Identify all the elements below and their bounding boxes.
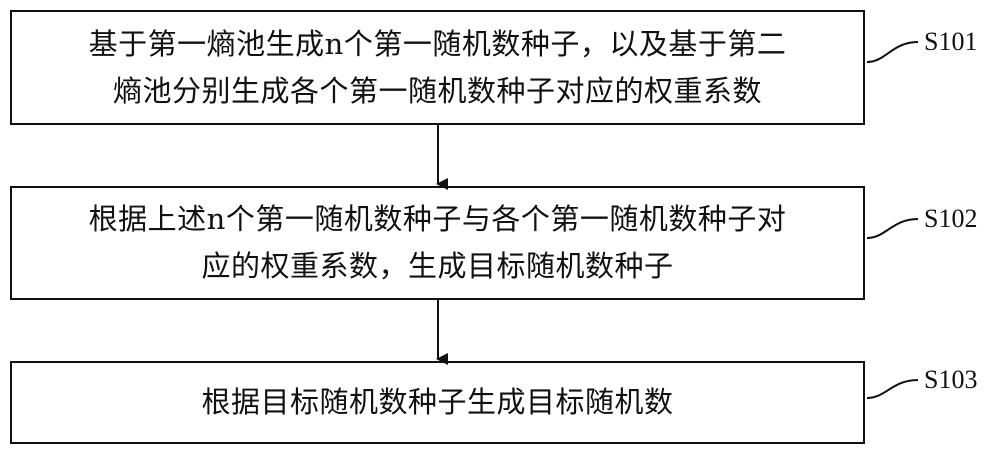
step-label-s101: S101 <box>924 27 978 56</box>
leader-line-s103 <box>866 379 919 399</box>
step-box-s101: 基于第一熵池生成n个第一随机数种子，以及基于第二 熵池分别生成各个第一随机数种子… <box>10 10 865 125</box>
step-box-s103: 根据目标随机数种子生成目标随机数 <box>10 361 865 444</box>
step-text-s103: 根据目标随机数种子生成目标随机数 <box>201 385 674 419</box>
leader-line-s102 <box>866 218 919 239</box>
step-text-s101: 基于第一熵池生成n个第一随机数种子，以及基于第二 熵池分别生成各个第一随机数种子… <box>88 26 787 108</box>
step-label-s103: S103 <box>924 365 978 394</box>
step-text-s102: 根据上述n个第一随机数种子与各个第一随机数种子对 应的权重系数，生成目标随机数种… <box>88 202 787 283</box>
step-label-s102: S102 <box>924 204 978 233</box>
leader-line-s101 <box>866 41 919 63</box>
